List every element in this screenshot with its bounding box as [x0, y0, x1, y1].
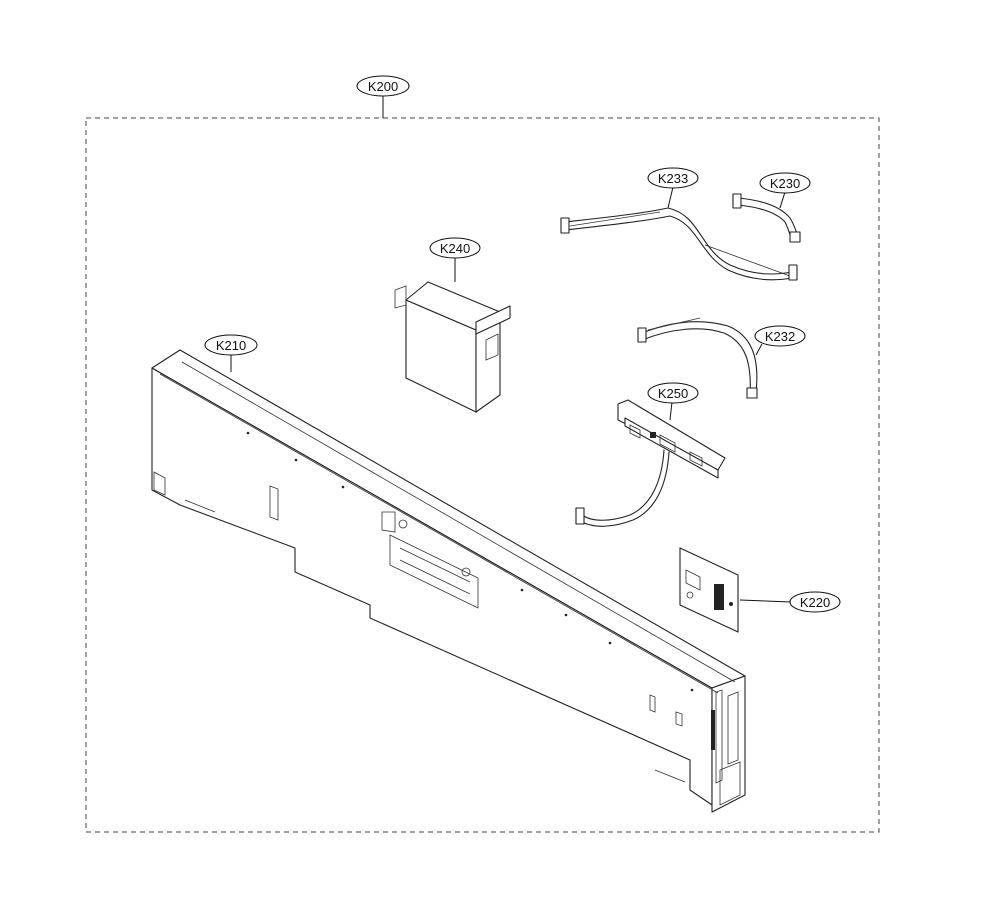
callout-k240-label: K240	[440, 241, 470, 256]
callout-k220-label: K220	[800, 595, 830, 610]
callout-k232: K232	[754, 325, 806, 347]
callout-k232-label: K232	[765, 329, 795, 344]
callout-k230: K230	[759, 172, 811, 194]
callout-k200-label: K200	[368, 79, 398, 94]
callout-k240: K240	[429, 237, 481, 259]
callout-k210-label: K210	[216, 338, 246, 353]
assembly-frame	[85, 117, 880, 833]
part-k230-harness	[732, 193, 801, 243]
callout-k233-label: K233	[658, 171, 688, 186]
callout-k230-label: K230	[770, 176, 800, 191]
part-k220-board	[679, 547, 739, 633]
part-k232-harness	[637, 317, 758, 399]
part-k250-board	[575, 399, 726, 527]
part-k233-harness	[560, 207, 798, 281]
callout-k233: K233	[647, 167, 699, 189]
callout-k220: K220	[789, 591, 841, 613]
callout-k250-label: K250	[658, 386, 688, 401]
part-k210-control-panel	[151, 349, 746, 813]
leader-lines	[230, 95, 792, 603]
callout-k210: K210	[204, 334, 258, 356]
callout-k200: K200	[356, 75, 410, 97]
callout-k250: K250	[647, 382, 699, 404]
part-k240-module	[394, 281, 511, 413]
